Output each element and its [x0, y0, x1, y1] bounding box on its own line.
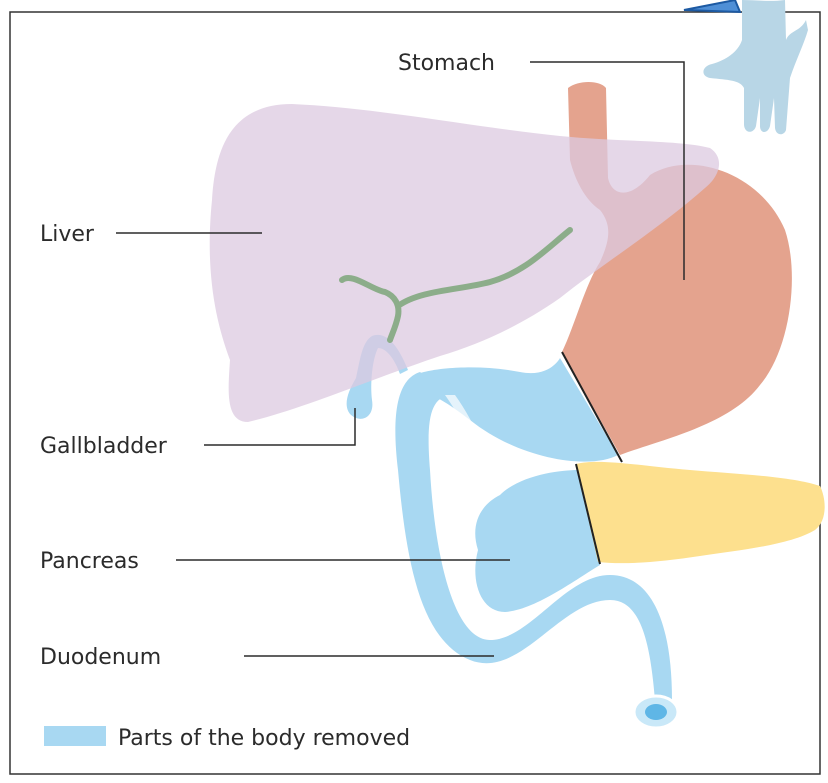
legend-swatch — [44, 726, 106, 746]
label-stomach: Stomach — [398, 51, 495, 76]
label-liver: Liver — [40, 222, 95, 247]
legend-text: Parts of the body removed — [118, 726, 410, 751]
label-duodenum: Duodenum — [40, 645, 161, 670]
label-gallbladder: Gallbladder — [40, 434, 168, 459]
label-pancreas: Pancreas — [40, 549, 139, 574]
